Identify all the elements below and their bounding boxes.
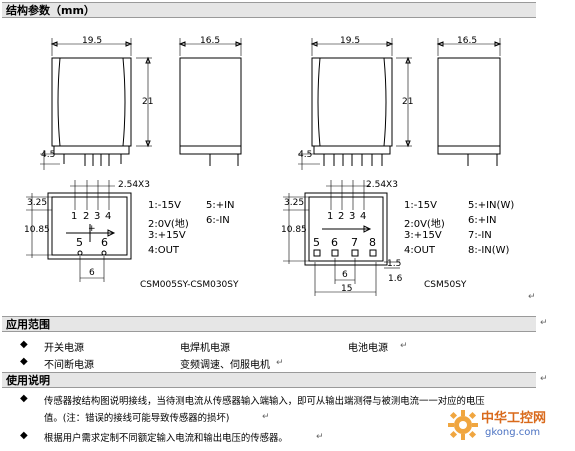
right-pin-desc-5: 5:+IN(W) xyxy=(468,200,515,211)
dim-16-5-right: 16.5 xyxy=(457,36,478,46)
left-bottom-view xyxy=(26,180,132,282)
left-side-view xyxy=(178,38,243,166)
dim-16-5-left: 16.5 xyxy=(200,36,221,46)
dim-6-right: 6 xyxy=(342,270,348,280)
right-side-view xyxy=(436,38,502,166)
bullet-diamond: ◆ xyxy=(20,356,28,367)
right-pin-desc-1: 1:-15V xyxy=(404,200,437,211)
left-pin-5: 5 xyxy=(76,236,83,249)
right-pin-5: 5 xyxy=(313,236,320,249)
return-mark-5: ↵ xyxy=(540,374,548,384)
return-mark-4: ↵ xyxy=(276,358,284,368)
right-pin-desc-7: 7:-IN xyxy=(468,230,492,241)
right-pin-desc-3: 3:+15V xyxy=(404,230,442,241)
dim-10-85-right: 10.85 xyxy=(281,225,307,235)
right-pin-desc-6: 6:+IN xyxy=(468,215,497,226)
return-mark-6: ↵ xyxy=(262,412,270,422)
dim-1-6-right: 1.6 xyxy=(388,274,403,284)
right-pin-desc-4: 4:OUT xyxy=(404,245,436,256)
bullet-diamond: ◆ xyxy=(20,339,28,350)
right-front-view xyxy=(298,38,412,170)
right-bottom-view xyxy=(283,180,400,296)
dim-21-right: 21 xyxy=(402,97,414,107)
right-pin-3: 3 xyxy=(349,211,356,222)
section-header-application: 应用范围 xyxy=(2,316,536,332)
dim-3-25-right: 3.25 xyxy=(284,198,305,208)
section-header-usage: 使用说明 xyxy=(2,372,536,388)
dim-pitch-left: 2.54X3 xyxy=(118,180,150,190)
usage-line-1b: 值。(注：错误的接线可能导致传感器的损坏) xyxy=(44,413,230,424)
right-model-label: CSM50SY xyxy=(424,280,467,290)
watermark: 中华工控网 gkong.com xyxy=(447,405,571,445)
dim-1-5-right: 1.5 xyxy=(387,259,402,269)
dim-10-85-left: 10.85 xyxy=(24,225,50,235)
left-pin-desc-4: 4:OUT xyxy=(148,245,180,256)
section-header-structure: 结构参数（mm） xyxy=(2,2,536,18)
left-pin-desc-3: 3:+15V xyxy=(148,230,186,241)
app-item-welder-power: 电焊机电源 xyxy=(180,343,230,354)
right-pin-6: 6 xyxy=(331,236,338,249)
left-pin-desc-2: 2:0V(地) xyxy=(148,219,189,230)
left-pin-2: 2 xyxy=(83,211,90,222)
app-item-switch-power: 开关电源 xyxy=(44,343,84,354)
return-mark-3: ↵ xyxy=(400,341,408,351)
watermark-cn: 中华工控网 xyxy=(481,411,547,426)
left-pin-desc-1: 1:-15V xyxy=(148,200,181,211)
left-arrow-plus: + xyxy=(88,224,96,234)
right-pin-desc-2: 2:0V(地) xyxy=(404,219,445,230)
dim-19-5-right: 19.5 xyxy=(340,36,361,46)
gear-icon xyxy=(448,410,478,440)
return-mark-7: ↵ xyxy=(316,432,324,442)
dim-4-5-left: 4.5 xyxy=(41,150,56,160)
usage-line-1: 传感器按结构图说明接线，当待测电流从传感器输入端输入，即可从输出端测得与被测电流… xyxy=(44,396,485,407)
return-mark-1: ↵ xyxy=(528,292,536,302)
right-pin-8: 8 xyxy=(369,236,376,249)
structure-drawing xyxy=(26,38,502,296)
dim-15-right: 15 xyxy=(341,284,353,294)
left-pin-3: 3 xyxy=(94,211,101,222)
dim-19-5-left: 19.5 xyxy=(82,36,103,46)
app-item-battery-power: 电池电源 xyxy=(348,343,388,354)
left-front-view xyxy=(40,38,152,170)
watermark-url: gkong.com xyxy=(485,427,541,438)
left-pin-6: 6 xyxy=(101,236,108,249)
left-pin-4: 4 xyxy=(105,211,112,222)
dim-pitch-right: 2.54X3 xyxy=(366,180,398,190)
return-mark-2: ↵ xyxy=(540,318,548,328)
right-pin-desc-8: 8:-IN(W) xyxy=(468,245,510,256)
dim-6-left: 6 xyxy=(89,268,95,278)
app-item-ups: 不间断电源 xyxy=(44,360,94,371)
right-pin-1: 1 xyxy=(327,211,334,222)
left-pin-1: 1 xyxy=(71,211,78,222)
dim-21-left: 21 xyxy=(142,97,154,107)
usage-line-2: 根据用户需求定制不同额定输入电流和输出电压的传感器。 xyxy=(44,433,288,444)
dim-3-25-left: 3.25 xyxy=(27,198,48,208)
right-pin-4: 4 xyxy=(360,211,367,222)
app-item-vfd-servo: 变频调速、伺服电机 xyxy=(180,360,270,371)
bullet-diamond: ◆ xyxy=(20,430,28,441)
right-pin-7: 7 xyxy=(351,236,358,249)
left-pin-desc-6: 6:-IN xyxy=(206,215,230,226)
bullet-diamond: ◆ xyxy=(20,393,28,404)
right-pin-2: 2 xyxy=(338,211,345,222)
left-pin-desc-5: 5:+IN xyxy=(206,200,235,211)
dim-4-5-right: 4.5 xyxy=(298,150,313,160)
left-model-label: CSM005SY-CSM030SY xyxy=(140,280,239,290)
